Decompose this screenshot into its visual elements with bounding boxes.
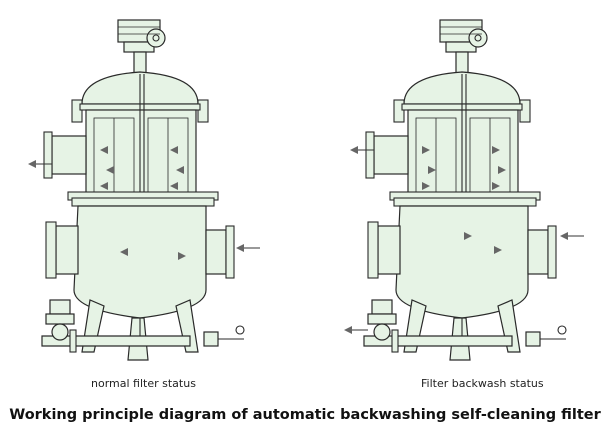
backwash-filter-unit [344,19,584,361]
outlet-arrow-left [350,146,374,154]
normal-filter-unit [28,19,260,361]
diagram-title: Working principle diagram of automatic b… [9,407,601,423]
inlet-arrow-right [236,244,260,252]
drain-arrow-left [344,326,368,334]
backwash-flow-arrows [422,146,506,254]
outlet-arrow-left [28,160,52,168]
inlet-arrow-right [560,232,584,240]
normal-flow-arrows [100,146,186,260]
normal-filter-caption: normal filter status [91,377,196,390]
backwash-caption: Filter backwash status [421,377,544,390]
